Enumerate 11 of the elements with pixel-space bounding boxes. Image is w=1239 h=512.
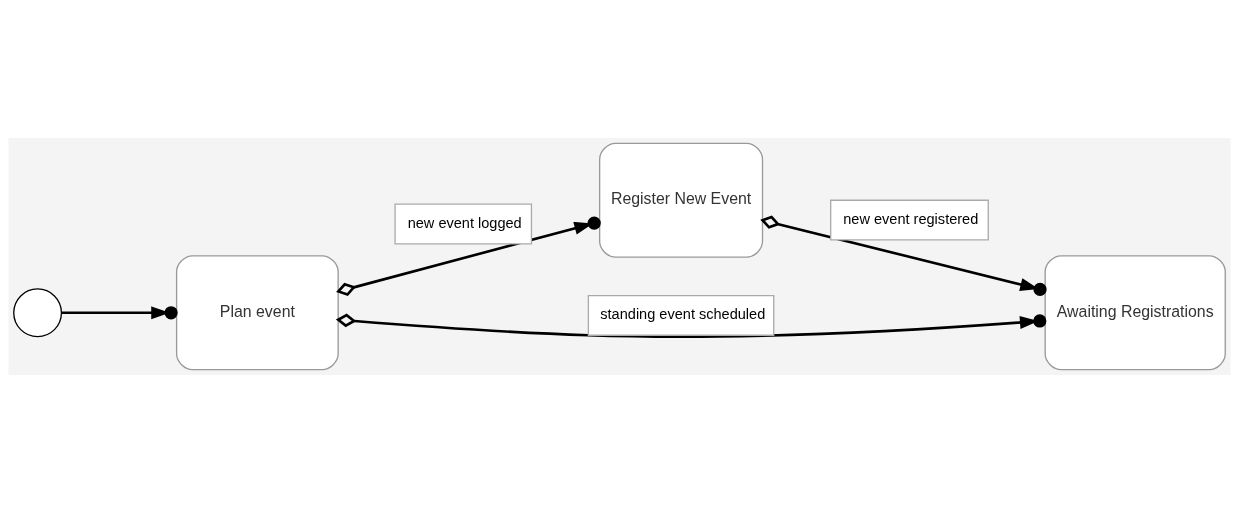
node-circle	[13, 287, 63, 337]
node-box: Register New Event	[599, 142, 764, 258]
edge-label: standing event scheduled	[600, 305, 766, 322]
arrow	[760, 214, 1047, 296]
node-box: Awaiting Registrations	[1044, 254, 1226, 370]
edge-label: new event registered	[843, 210, 979, 227]
edge-label: new event logged	[407, 214, 522, 231]
arrow	[336, 215, 601, 296]
node-box: Plan event	[175, 254, 339, 370]
arrow	[335, 313, 1047, 338]
arrow	[61, 305, 178, 319]
